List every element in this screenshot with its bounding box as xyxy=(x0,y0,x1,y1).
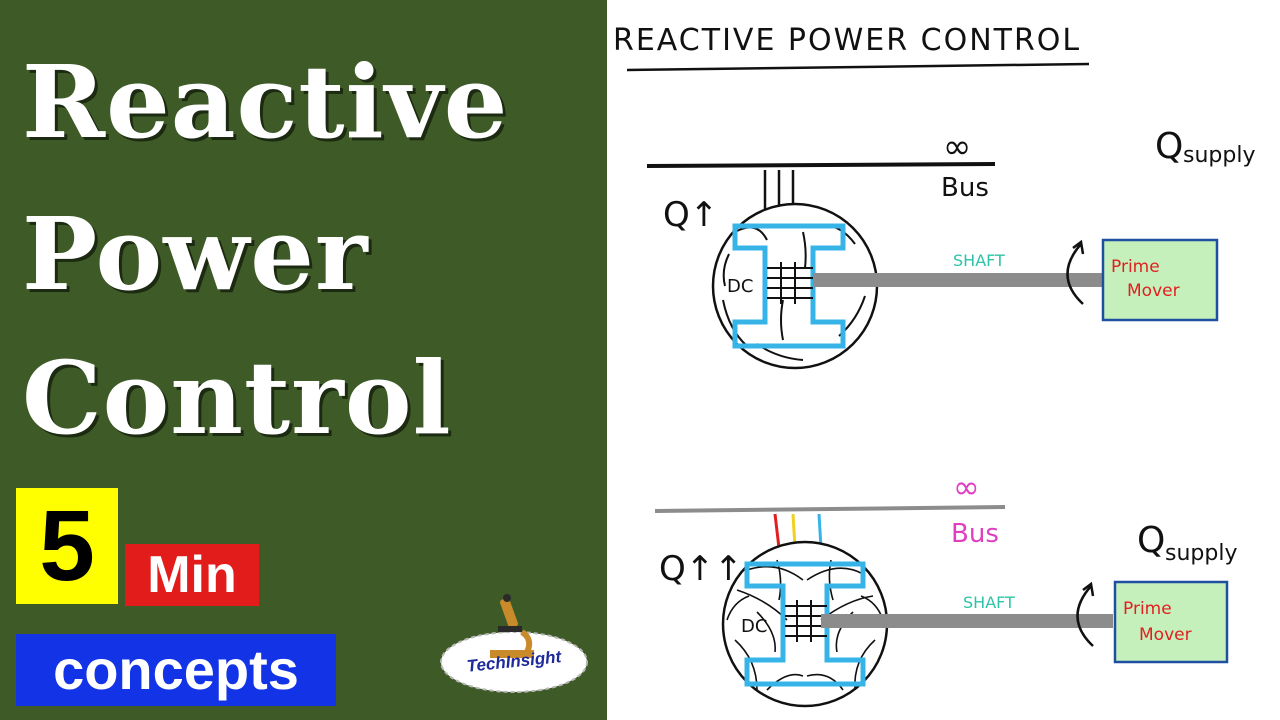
bottom-q-arrow-label: Q↑↑ xyxy=(659,549,743,589)
reactive-power-diagram: REACTIVE POWER CONTROL ∞ Bus Q supply Q↑ xyxy=(613,23,1255,708)
top-infinity-symbol: ∞ xyxy=(943,127,971,167)
top-prime-mover-line1: Prime xyxy=(1111,257,1160,277)
heading-underline xyxy=(626,62,1090,72)
bottom-rotation-arrow xyxy=(1076,585,1094,647)
top-bus-label: Bus xyxy=(941,173,989,203)
top-infinite-bus-line xyxy=(646,162,996,168)
top-prime-mover-line2: Mover xyxy=(1127,281,1180,301)
microscope-icon xyxy=(490,594,534,658)
badge-concepts: concepts xyxy=(16,634,336,706)
bottom-machine-diagram: ∞ Bus Q supply Q↑↑ xyxy=(654,468,1237,708)
bottom-bus-label: Bus xyxy=(951,519,999,549)
bottom-prime-mover-line1: Prime xyxy=(1123,599,1172,619)
top-shaft-label: SHAFT xyxy=(953,251,1005,270)
bottom-q-supply-subscript: supply xyxy=(1165,541,1237,566)
bottom-q-supply-label: Q xyxy=(1137,520,1165,561)
bottom-shaft-label: SHAFT xyxy=(963,593,1015,612)
bottom-prime-mover-box xyxy=(1113,580,1229,664)
bottom-prime-mover-line2: Mover xyxy=(1139,625,1192,645)
top-dc-winding xyxy=(767,262,813,304)
top-shaft xyxy=(813,273,1103,287)
left-title-panel: Reactive Power Control 5 Min concepts Te… xyxy=(0,0,607,720)
techinsight-logo xyxy=(440,594,588,693)
badge-min: Min xyxy=(125,544,259,606)
top-rotation-arrow xyxy=(1066,243,1084,305)
bottom-rotor-poles xyxy=(744,561,866,687)
badge-number-five: 5 xyxy=(16,488,118,604)
title-line-reactive: Reactive xyxy=(22,43,509,161)
bottom-shaft xyxy=(821,614,1113,628)
top-q-supply-label: Q xyxy=(1155,126,1183,167)
top-q-supply-subscript: supply xyxy=(1183,143,1255,168)
title-line-power: Power xyxy=(22,195,369,313)
top-rotor-poles xyxy=(732,223,846,349)
bottom-dc-label: DC xyxy=(741,616,767,637)
bottom-dc-winding xyxy=(785,600,827,642)
top-q-arrow-label: Q↑ xyxy=(663,195,718,235)
top-prime-mover-box xyxy=(1101,238,1219,322)
top-machine-diagram: ∞ Bus Q supply Q↑ xyxy=(646,126,1255,370)
bottom-infinity-symbol: ∞ xyxy=(953,468,980,506)
diagram-heading: REACTIVE POWER CONTROL xyxy=(613,23,1081,58)
bottom-infinite-bus-line xyxy=(654,505,1006,513)
title-line-control: Control xyxy=(22,339,452,457)
top-dc-label: DC xyxy=(727,276,753,297)
